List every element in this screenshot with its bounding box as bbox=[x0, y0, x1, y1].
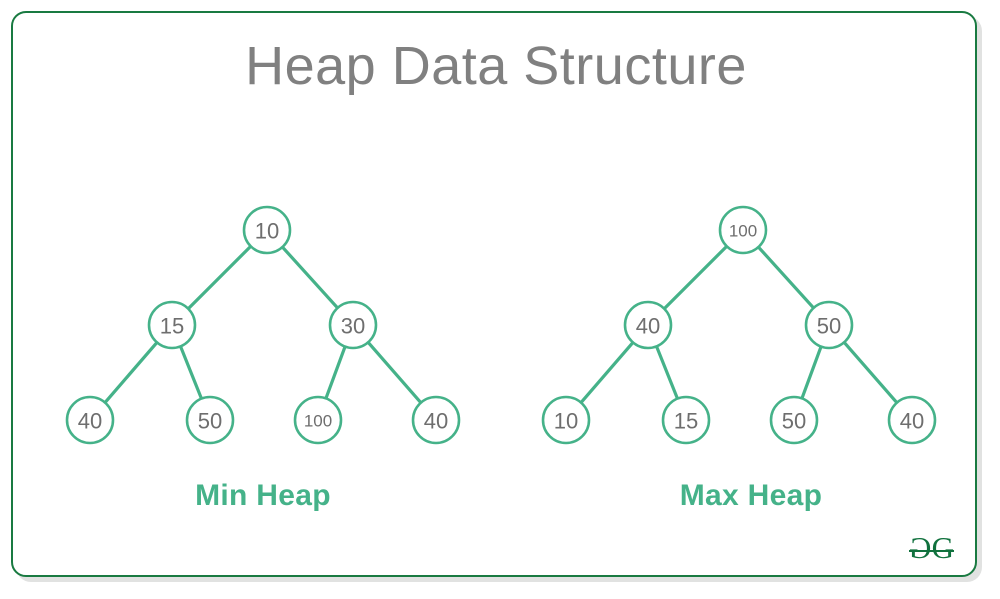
tree-node-circle bbox=[328, 300, 378, 350]
tree-edge bbox=[655, 345, 679, 400]
tree-node-circle bbox=[411, 395, 461, 445]
tree-node: 50 bbox=[769, 395, 819, 445]
tree-node-value: 15 bbox=[674, 409, 698, 434]
tree-node-circle bbox=[718, 205, 768, 255]
tree-edge bbox=[580, 341, 634, 404]
tree-node: 10 bbox=[242, 205, 292, 255]
tree-node-value: 100 bbox=[304, 412, 332, 431]
tree-node-value: 100 bbox=[729, 222, 757, 241]
tree-node: 40 bbox=[65, 395, 115, 445]
tree-node: 15 bbox=[661, 395, 711, 445]
tree-node-circle bbox=[661, 395, 711, 445]
tree-node-value: 40 bbox=[636, 314, 660, 339]
tree-node: 40 bbox=[887, 395, 937, 445]
tree-node-circle bbox=[242, 205, 292, 255]
tree-node: 10 bbox=[541, 395, 591, 445]
min-heap-tree: 10 15 30 40 50 100 40 bbox=[65, 205, 461, 445]
tree-node-value: 50 bbox=[782, 409, 806, 434]
tree-node-value: 30 bbox=[341, 314, 365, 339]
tree-edge bbox=[187, 245, 252, 310]
tree-node: 30 bbox=[328, 300, 378, 350]
tree-edge bbox=[324, 345, 347, 400]
min-heap-label: Min Heap bbox=[195, 479, 331, 512]
tree-edge bbox=[281, 246, 339, 309]
tree-node: 50 bbox=[185, 395, 235, 445]
tree-node-value: 10 bbox=[554, 409, 578, 434]
tree-node-value: 10 bbox=[255, 219, 279, 244]
tree-node: 100 bbox=[293, 395, 343, 445]
tree-node-circle bbox=[804, 300, 854, 350]
tree-node-circle bbox=[887, 395, 937, 445]
tree-edge bbox=[179, 345, 203, 400]
tree-node-circle bbox=[769, 395, 819, 445]
geeksforgeeks-logo: GG bbox=[910, 530, 954, 565]
diagram-frame: Heap Data Structure 10 15 30 40 50 100 40 100 40… bbox=[11, 11, 977, 577]
tree-edge bbox=[104, 341, 158, 404]
tree-edge bbox=[757, 246, 815, 309]
tree-edge bbox=[800, 345, 823, 400]
tree-edge bbox=[843, 341, 898, 404]
logo-left-glyph: G bbox=[910, 530, 932, 565]
tree-node-circle bbox=[541, 395, 591, 445]
tree-node-value: 50 bbox=[817, 314, 841, 339]
tree-node-circle bbox=[623, 300, 673, 350]
tree-node-value: 40 bbox=[900, 409, 924, 434]
page-title: Heap Data Structure bbox=[245, 36, 747, 96]
tree-node-circle bbox=[185, 395, 235, 445]
tree-node: 100 bbox=[718, 205, 768, 255]
max-heap-label: Max Heap bbox=[679, 479, 823, 512]
tree-node-circle bbox=[293, 395, 343, 445]
tree-node: 40 bbox=[623, 300, 673, 350]
tree-node: 15 bbox=[147, 300, 197, 350]
tree-node-value: 40 bbox=[78, 409, 102, 434]
tree-edge bbox=[663, 245, 728, 310]
tree-node: 40 bbox=[411, 395, 461, 445]
tree-node: 50 bbox=[804, 300, 854, 350]
logo-right-glyph: G bbox=[931, 530, 954, 565]
max-heap-tree: 100 40 50 10 15 50 40 bbox=[541, 205, 937, 445]
tree-node-value: 50 bbox=[198, 409, 222, 434]
tree-node-circle bbox=[147, 300, 197, 350]
tree-edge bbox=[367, 341, 422, 404]
tree-node-value: 40 bbox=[424, 409, 448, 434]
tree-node-value: 15 bbox=[160, 314, 184, 339]
tree-node-circle bbox=[65, 395, 115, 445]
